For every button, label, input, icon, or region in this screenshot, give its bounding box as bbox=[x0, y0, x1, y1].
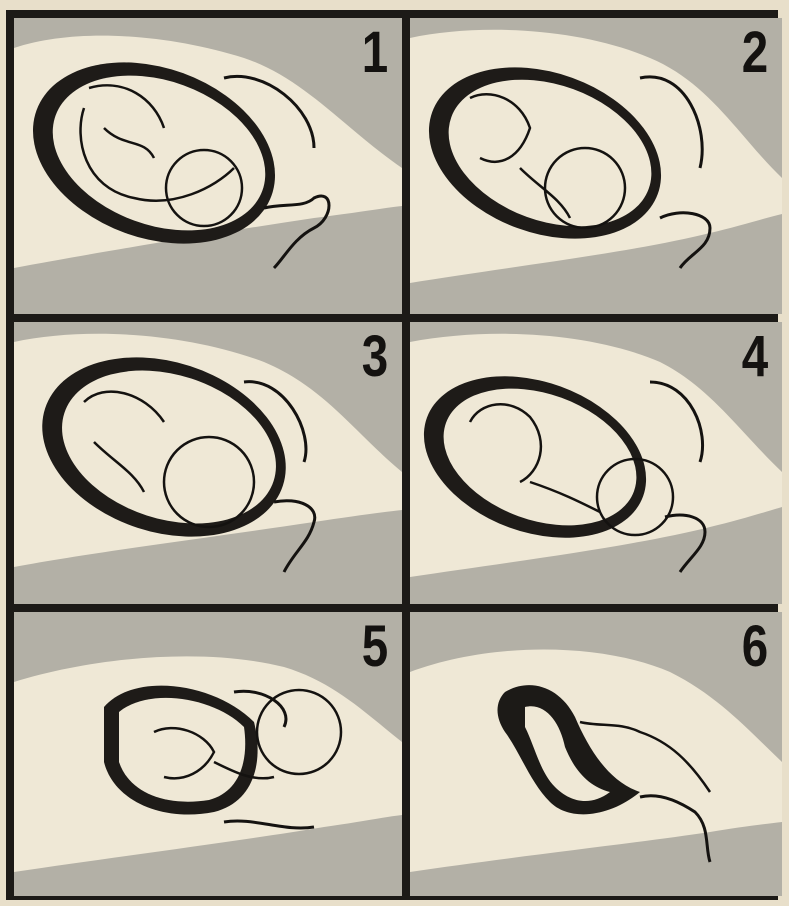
step-number: 4 bbox=[742, 328, 768, 386]
fetus-in-womb-icon bbox=[410, 18, 782, 314]
fetus-head-engaged-icon bbox=[14, 322, 402, 604]
fetus-crowning-icon bbox=[410, 322, 782, 604]
step-number: 2 bbox=[742, 24, 768, 82]
step-number: 5 bbox=[362, 618, 388, 676]
panel-4: 4 bbox=[410, 322, 782, 604]
step-number: 1 bbox=[362, 24, 388, 82]
baby-emerging-icon bbox=[14, 612, 402, 896]
step-number: 6 bbox=[742, 618, 768, 676]
empty-uterus-placenta-icon bbox=[410, 612, 782, 896]
panel-6: 6 bbox=[410, 612, 782, 896]
panel-5: 5 bbox=[14, 612, 402, 896]
panel-2: 2 bbox=[410, 18, 782, 314]
panel-1: 1 bbox=[14, 18, 402, 314]
fetus-in-womb-icon bbox=[14, 18, 402, 314]
step-number: 3 bbox=[362, 328, 388, 386]
birth-stages-grid: 1 2 bbox=[6, 10, 778, 900]
panel-3: 3 bbox=[14, 322, 402, 604]
